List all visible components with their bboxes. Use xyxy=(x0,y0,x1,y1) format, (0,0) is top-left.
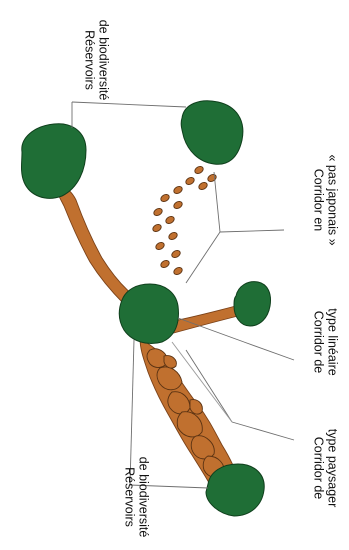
stepping-stone xyxy=(160,193,171,203)
label-stepping-line1: Corridor en xyxy=(312,169,326,232)
reservoir-small-right xyxy=(234,282,271,326)
reservoir-top-right xyxy=(181,101,243,165)
label-stepping-line2: « pas japonais » xyxy=(326,154,340,245)
stepping-stone-corridor xyxy=(152,165,218,276)
label-landscape-line2: type paysager xyxy=(326,429,340,508)
label-reservoir-top-line2: de biodiversité xyxy=(97,20,111,101)
label-linear-line1: Corridor de xyxy=(312,311,326,374)
stepping-stone xyxy=(173,200,184,210)
stepping-stone xyxy=(168,231,179,241)
stepping-stone xyxy=(155,241,166,251)
reservoir-top-left xyxy=(22,124,87,199)
reservoir-bottom xyxy=(206,464,264,516)
stepping-stone xyxy=(194,165,205,175)
reservoir-center xyxy=(119,284,178,344)
stepping-stone xyxy=(173,185,184,195)
stepping-stone xyxy=(198,181,209,191)
stepping-stone xyxy=(171,249,182,259)
stepping-stone xyxy=(152,223,163,233)
label-landscape-line1: Corridor de xyxy=(312,437,326,500)
stepping-stone xyxy=(185,176,196,186)
label-linear-line2: type linéaire xyxy=(326,308,340,375)
stepping-stone xyxy=(165,215,176,225)
label-reservoir-top-line1: Réservoirs xyxy=(83,30,97,90)
stepping-stone xyxy=(160,259,171,269)
label-reservoir-bottom-line1: Réservoirs xyxy=(123,467,137,527)
stepping-stone xyxy=(173,266,184,276)
stepping-stone xyxy=(207,173,218,183)
label-reservoir-bottom-line2: de biodiversité xyxy=(137,457,151,538)
stepping-stone xyxy=(153,207,164,217)
